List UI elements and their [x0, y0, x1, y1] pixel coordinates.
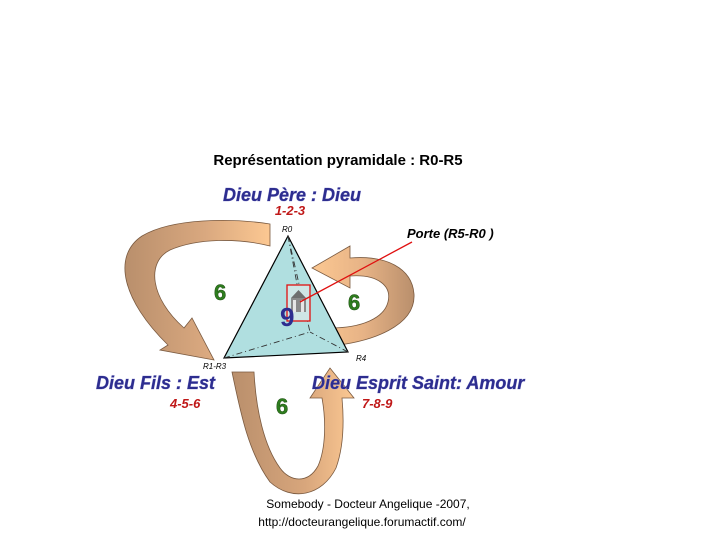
bottom-six-value: 6: [276, 394, 288, 419]
role-fils-label: Dieu Fils : Est: [96, 373, 216, 393]
vertex-r0-label: R0: [282, 225, 293, 234]
porte-pointer-line: [299, 241, 413, 303]
porte-door-icon: [286, 284, 311, 322]
role-pere-label: Dieu Père : Dieu: [223, 185, 361, 205]
left-cycle-arrow: [124, 220, 271, 361]
left-six-value: 6: [214, 280, 226, 305]
role-esprit-numbers: 7-8-9: [362, 396, 393, 411]
role-fils-numbers: 4-5-6: [169, 396, 201, 411]
footer-credit: Somebody - Docteur Angelique -2007,: [266, 497, 469, 511]
center-nine-value: 9: [280, 302, 294, 332]
vertex-r4-label: R4: [356, 354, 367, 363]
role-esprit-label: Dieu Esprit Saint: Amour: [312, 373, 525, 393]
porte-label: Porte (R5-R0 ): [407, 226, 494, 241]
right-cycle-arrow: [311, 245, 415, 347]
pyramid-triangle: [222, 234, 349, 359]
diagram-title: Représentation pyramidale : R0-R5: [213, 152, 462, 169]
role-pere-numbers: 1-2-3: [275, 203, 306, 218]
footer-url: http://docteurangelique.forumactif.com/: [258, 515, 466, 529]
vertex-r1r3-label: R1-R3: [203, 362, 227, 371]
right-six-value: 6: [348, 290, 360, 315]
bottom-cycle-arrow: [231, 367, 355, 495]
